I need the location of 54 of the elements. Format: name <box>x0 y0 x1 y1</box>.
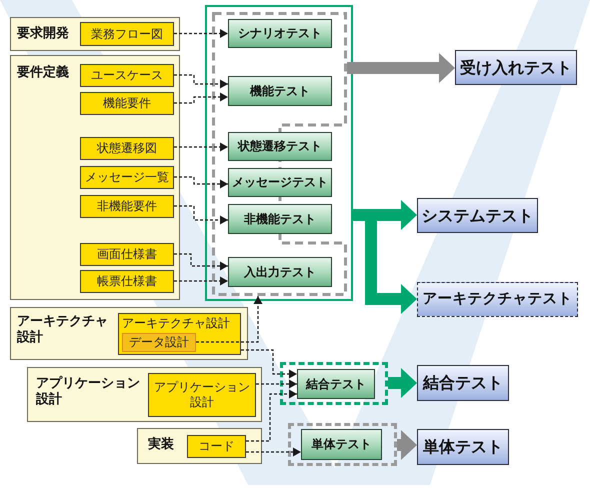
connector-arrow <box>174 176 228 188</box>
phase-heading: アーキテクチャ設計 <box>17 314 109 346</box>
connector-arrow <box>196 296 262 343</box>
phase-panel <box>137 428 262 464</box>
phase-panel <box>10 55 180 300</box>
test-box: 機能テスト <box>228 76 332 106</box>
connector-arrow <box>174 205 228 224</box>
test-box: シナリオテスト <box>228 19 332 48</box>
connector-arrow <box>241 349 297 378</box>
connector-arrow <box>246 390 297 442</box>
phase-panel <box>10 17 180 51</box>
test-box: 非機能テスト <box>228 204 332 234</box>
test-box: 結合テスト <box>297 369 375 399</box>
dashed-group-frame <box>280 362 388 405</box>
phase-panel <box>10 307 248 360</box>
test-level-box: システムテスト <box>417 198 538 233</box>
connector-arrow <box>246 448 301 456</box>
test-box: 状態遷移テスト <box>228 132 332 161</box>
test-level-box: 受け入れテスト <box>455 50 577 85</box>
connector-arrow <box>256 380 297 388</box>
artifact-box: ユースケース <box>80 64 174 87</box>
artifact-heading: アーキテクチャ設計 <box>122 316 230 331</box>
phase-heading: 実装 <box>148 437 174 454</box>
artifact-box: 非機能要件 <box>80 195 174 218</box>
thick-arrow <box>388 368 417 398</box>
test-box: メッセージテスト <box>228 168 332 197</box>
test-level-box: 結合テスト <box>417 365 509 401</box>
artifact-box: コード <box>187 435 246 458</box>
artifact-box: 状態遷移図 <box>80 137 174 160</box>
connector-arrow <box>174 74 228 88</box>
phase-panel <box>27 367 262 422</box>
artifact-box: 画面仕様書 <box>80 243 174 266</box>
artifact-box: 帳票仕様書 <box>80 270 174 293</box>
phase-heading: アプリケーション設計 <box>36 376 141 408</box>
phase-heading: 要求開発 <box>17 26 69 42</box>
test-box: 単体テスト <box>301 429 382 460</box>
thick-arrow <box>347 53 455 83</box>
test-level-box: アーキテクチャテスト <box>417 282 578 317</box>
connector-arrow <box>174 142 228 152</box>
artifact-box: アプリケーション設計 <box>148 373 256 417</box>
phase-heading: 要件定義 <box>17 65 69 82</box>
test-box: 入出力テスト <box>228 257 332 287</box>
connector-arrow <box>174 29 228 38</box>
artifact-box <box>118 313 241 355</box>
artifact-box: データ設計 <box>122 333 196 352</box>
dashed-group-frame <box>288 423 397 466</box>
artifact-box: 業務フロー図 <box>80 22 174 46</box>
thick-arrow <box>397 430 417 460</box>
artifact-box: メッセージ一覧 <box>80 166 174 189</box>
connector-arrow <box>174 276 228 286</box>
connector-arrow <box>174 253 228 270</box>
artifact-box: 機能要件 <box>80 92 174 115</box>
connector-arrow <box>174 92 228 104</box>
test-level-box: 単体テスト <box>417 429 509 465</box>
